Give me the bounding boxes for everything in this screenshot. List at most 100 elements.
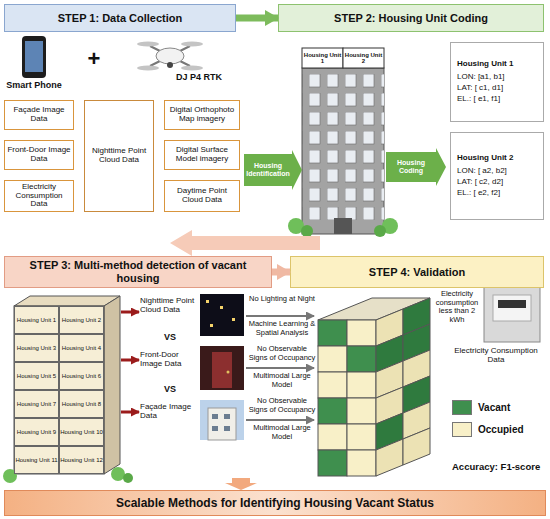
flow-arrow — [236, 15, 278, 22]
legend-row: Vacant — [452, 400, 510, 415]
legend-text: Vacant — [478, 402, 510, 413]
node-text: Housing Unit 2 — [343, 48, 384, 68]
step-header: STEP 4: Validation — [290, 256, 544, 288]
label-text: No Observable Signs of Occupancy — [248, 345, 316, 362]
housing-unit: Housing Unit 11 — [14, 446, 59, 474]
data-source-box: Nighttime Point Cloud Data — [84, 100, 154, 212]
occupied-cell — [376, 439, 403, 476]
drone-camera — [167, 62, 173, 68]
data-source-box: Front-Door Image Data — [4, 140, 74, 170]
building: Housing Unit 1Housing Unit 2 — [298, 36, 388, 236]
label-text: Front-Door Image Data — [140, 350, 200, 368]
housing-unit: Housing Unit 5 — [14, 362, 59, 390]
vacant-cell — [318, 450, 347, 476]
arrow-fill — [386, 148, 446, 186]
pointer-arrow — [246, 367, 314, 369]
phone-icon — [22, 36, 46, 78]
housing-unit: Housing Unit 8 — [59, 390, 104, 418]
door — [212, 352, 232, 388]
housing-unit: Housing Unit 2 — [59, 306, 104, 334]
lit-window — [232, 318, 235, 321]
node-text: Housing Unit 9 — [17, 429, 56, 435]
building-front — [14, 306, 104, 474]
housing-unit: Housing Unit 3 — [14, 334, 59, 362]
meter-face — [493, 295, 531, 321]
occupied-cell — [318, 372, 347, 398]
coordinate-box: Housing Unit 2LON: [ a2, b2]LAT: [ c2, d… — [450, 132, 544, 220]
occupied-cell — [318, 346, 347, 372]
legend-text: Occupied — [478, 424, 524, 435]
door-photo — [200, 346, 244, 390]
node-text: LAT: [ c1, d1] — [457, 83, 503, 94]
node-text: Housing Coding — [386, 159, 436, 174]
node-text: Housing Unit 6 — [62, 373, 101, 379]
meter-display — [498, 300, 526, 308]
building-body — [302, 68, 384, 234]
legend-swatch — [452, 422, 472, 437]
window — [224, 414, 230, 419]
node-text: Housing Unit 2 — [457, 153, 513, 164]
node-text: Housing Unit 5 — [17, 373, 56, 379]
drone-propeller — [137, 66, 159, 71]
node-text: Housing Unit 1 — [457, 59, 513, 70]
node-text: Housing Unit 1 — [302, 48, 343, 68]
node-text: Housing Unit 3 — [17, 345, 56, 351]
tree — [111, 467, 125, 481]
label-text: No Lighting at Night — [248, 295, 316, 304]
facade-building — [208, 408, 236, 440]
housing-unit: Housing Unit 6 — [59, 362, 104, 390]
legend-swatch — [452, 400, 472, 415]
occupied-cell — [347, 320, 376, 346]
label-text: Machine Learning & Spatial Analysis — [248, 320, 316, 337]
legend-row: Occupied — [452, 422, 524, 437]
unit-outline — [302, 48, 343, 68]
housing-unit: Housing Unit 4 — [59, 334, 104, 362]
node-text: STEP 2: Housing Unit Coding — [334, 12, 488, 25]
step-header: STEP 2: Housing Unit Coding — [278, 4, 544, 32]
occupied-cell — [403, 428, 430, 465]
label-text: Multimodal Large Model — [248, 424, 316, 441]
label-text: No Observable Signs of Occupancy — [248, 397, 316, 414]
occupied-cell — [347, 424, 376, 450]
label-text: Electricity Consumption Data — [448, 346, 544, 364]
node-text: Daytime Point Cloud Data — [167, 187, 237, 205]
node-text: Housing Unit 10 — [60, 429, 103, 435]
building-side — [104, 296, 120, 474]
arrow-shape: Housing Coding — [386, 148, 446, 186]
housing-unit: Housing Unit 12 — [59, 446, 104, 474]
pointer-arrow — [121, 359, 139, 362]
node-text: Electricity Consumption Data — [7, 183, 71, 209]
meter-photo — [484, 286, 540, 342]
node-text: Housing Unit 8 — [62, 401, 101, 407]
label-text: VS — [150, 384, 190, 394]
building-door — [334, 218, 352, 234]
data-source-box: Electricity Consumption Data — [4, 180, 74, 212]
tree — [301, 225, 313, 237]
label-text: Smart Phone — [4, 80, 64, 90]
node-text: Housing Unit 11 — [15, 457, 57, 463]
vacant-cell — [318, 320, 347, 346]
occupied-cell — [347, 372, 376, 398]
label-text: Façade Image Data — [140, 402, 200, 420]
flow-band-arrow — [170, 230, 320, 256]
data-source-box: Digital Orthophoto Map imagery — [164, 100, 240, 130]
tree — [123, 473, 133, 483]
door-knob — [227, 371, 230, 374]
night-photo — [200, 294, 244, 336]
label-text: VS — [150, 332, 190, 342]
label-text: Electricity consumption less than 2 kWh — [432, 290, 482, 325]
tree — [374, 225, 386, 237]
data-source-box: Façade Image Data — [4, 100, 74, 130]
coordinate-box: Housing Unit 1LON: [a1, b1]LAT: [ c1, d1… — [450, 42, 544, 122]
building-top — [14, 296, 120, 306]
node-text: EL.: [ e1, f1] — [457, 94, 500, 105]
node-text: EL.: [ e2, f2] — [457, 188, 500, 199]
label-text: + — [82, 46, 106, 71]
node-text: Digital Orthophoto Map imagery — [167, 106, 237, 124]
housing-unit: Housing Unit 1 — [14, 306, 59, 334]
step-header: STEP 3: Multi-method detection of vacant… — [4, 256, 272, 288]
phone-screen — [25, 41, 43, 72]
node-text: LON: [ a2, b2] — [457, 166, 507, 177]
facade-photo — [200, 400, 244, 440]
